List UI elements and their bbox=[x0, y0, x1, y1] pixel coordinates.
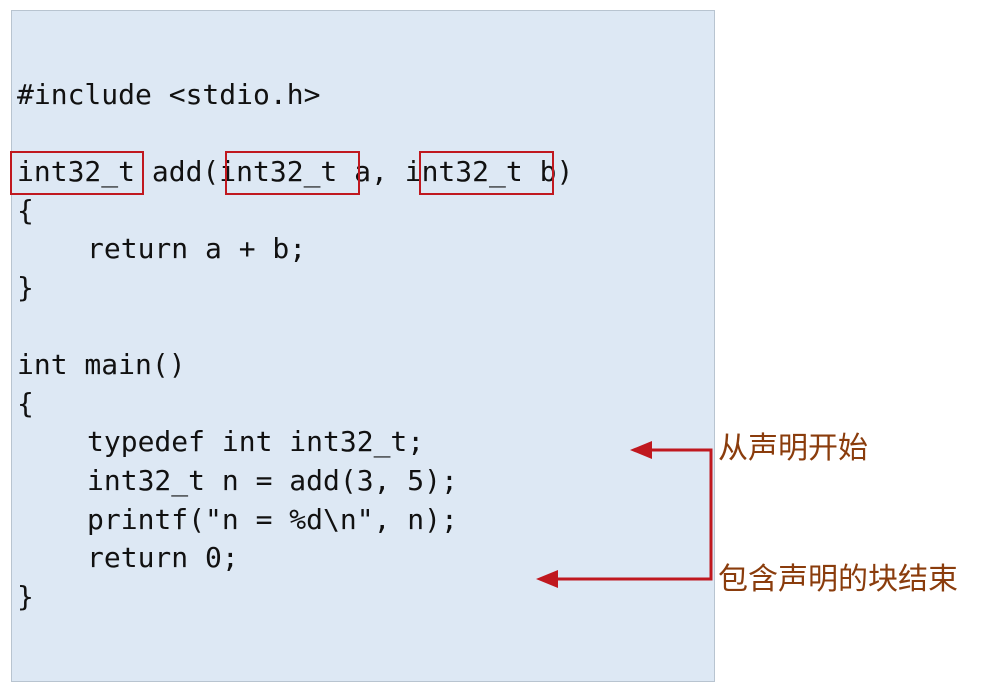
code-line-printf: printf("n = %d\n", n); bbox=[17, 502, 458, 538]
scope-end-arrowhead bbox=[536, 570, 558, 588]
highlight-box-return-type bbox=[10, 151, 144, 195]
code-line-typedef: typedef int int32_t; bbox=[17, 424, 424, 460]
code-line-main-open-brace: { bbox=[17, 387, 34, 420]
scope-bracket-line bbox=[554, 448, 713, 581]
code-line-main-close-brace: } bbox=[17, 580, 34, 613]
code-panel bbox=[11, 10, 715, 682]
code-line-add-signature: int32_t add(int32_t a, int32_t b) bbox=[17, 155, 574, 188]
code-line-printf-text: printf("n = %d\n", n); bbox=[87, 503, 458, 536]
scope-start-arrowhead bbox=[630, 441, 652, 459]
code-line-main-return: return 0; bbox=[17, 540, 239, 576]
code-line-add-return: return a + b; bbox=[17, 231, 306, 267]
code-line-main-return-text: return 0; bbox=[87, 541, 239, 574]
scope-start-label: 从声明开始 bbox=[718, 431, 868, 466]
highlight-box-param-a-type bbox=[225, 151, 360, 195]
scope-end-label: 包含声明的块结束 bbox=[718, 562, 958, 597]
code-line-add-close-brace: } bbox=[17, 271, 34, 304]
code-line-declare-n: int32_t n = add(3, 5); bbox=[17, 463, 458, 499]
code-line-typedef-text: typedef int int32_t; bbox=[87, 425, 425, 458]
code-line-add-return-text: return a + b; bbox=[87, 232, 307, 265]
code-line-include: #include <stdio.h> bbox=[17, 78, 321, 111]
code-line-add-open-brace: { bbox=[17, 194, 34, 227]
highlight-box-param-b-type bbox=[419, 151, 554, 195]
code-line-declare-n-text: int32_t n = add(3, 5); bbox=[87, 464, 458, 497]
code-line-main-signature: int main() bbox=[17, 348, 186, 381]
